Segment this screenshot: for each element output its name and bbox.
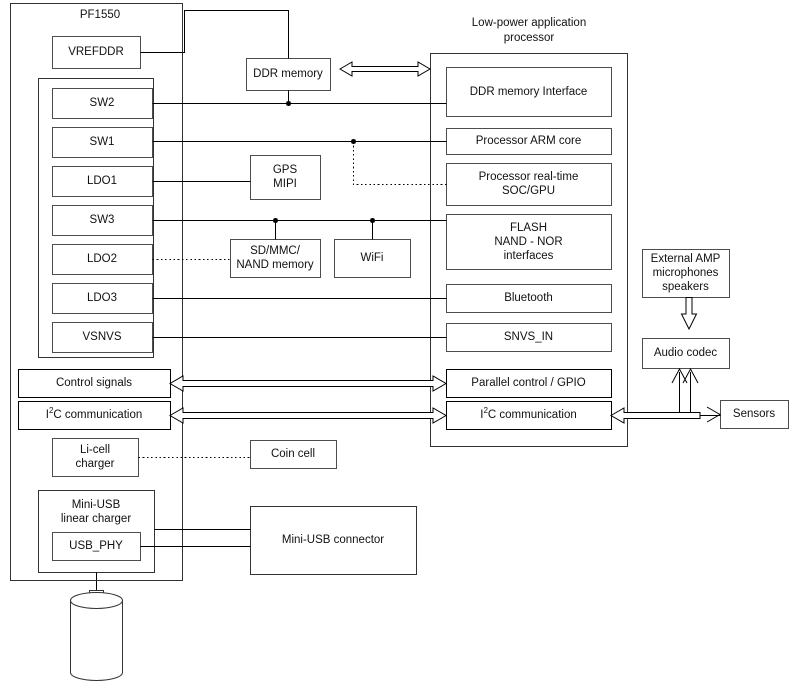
arrow-i2c-bidirectional — [168, 407, 448, 424]
box-sw3 — [52, 205, 153, 236]
box-li-cell-charger — [52, 438, 139, 477]
box-sw1 — [52, 127, 153, 158]
battery-symbol — [70, 590, 123, 681]
box-parallel-control-gpio — [446, 369, 612, 398]
box-bluetooth — [446, 284, 612, 313]
arrow-codec-up — [671, 367, 699, 413]
box-gps-mipi — [250, 155, 321, 200]
wire-vrefddr-to-ddr — [140, 10, 289, 59]
box-external-amp — [642, 249, 730, 298]
box-usb-phy — [52, 532, 141, 561]
box-processor-realtime-soc-gpu — [446, 163, 612, 206]
box-ldo3 — [52, 283, 153, 314]
arrow-ddr-bidirectional — [339, 61, 431, 77]
box-flash-nand-nor — [446, 214, 612, 270]
arrow-amp-to-codec — [680, 297, 698, 331]
box-sw2 — [52, 88, 153, 119]
box-snvs-in — [446, 323, 612, 352]
box-ldo2 — [52, 244, 153, 275]
box-mini-usb-connector — [250, 506, 417, 575]
box-sensors — [720, 400, 789, 429]
regulator-group-box — [38, 78, 154, 358]
box-i2c-pmic — [18, 401, 171, 430]
processor-title: Low-power application processor — [471, 17, 587, 44]
box-ddr-memory-interface — [446, 67, 612, 117]
junction-sdmmc — [273, 218, 278, 223]
box-sd-mmc-nand-memory — [230, 239, 321, 278]
box-i2c-processor — [446, 401, 612, 430]
junction-wifi — [370, 218, 375, 223]
box-vrefddr — [52, 36, 141, 69]
arrow-control-signals-bidirectional — [168, 375, 448, 392]
arrow-i2c-sensors — [609, 407, 701, 424]
arrow-into-sensors — [706, 406, 722, 423]
processor-outer-box — [430, 53, 628, 447]
box-processor-arm-core — [446, 128, 612, 155]
box-ddr-memory — [246, 58, 331, 91]
box-ldo1 — [52, 166, 153, 197]
box-audio-codec — [642, 338, 730, 369]
box-coin-cell — [250, 440, 337, 469]
junction-ddr-memory — [286, 101, 291, 106]
pf1550-title: PF1550 — [79, 9, 121, 21]
wire-sw1-dotted-to-soc-gpu — [352, 141, 447, 186]
box-wifi — [334, 239, 411, 278]
box-vsnvs — [52, 322, 153, 353]
box-control-signals — [18, 369, 171, 398]
